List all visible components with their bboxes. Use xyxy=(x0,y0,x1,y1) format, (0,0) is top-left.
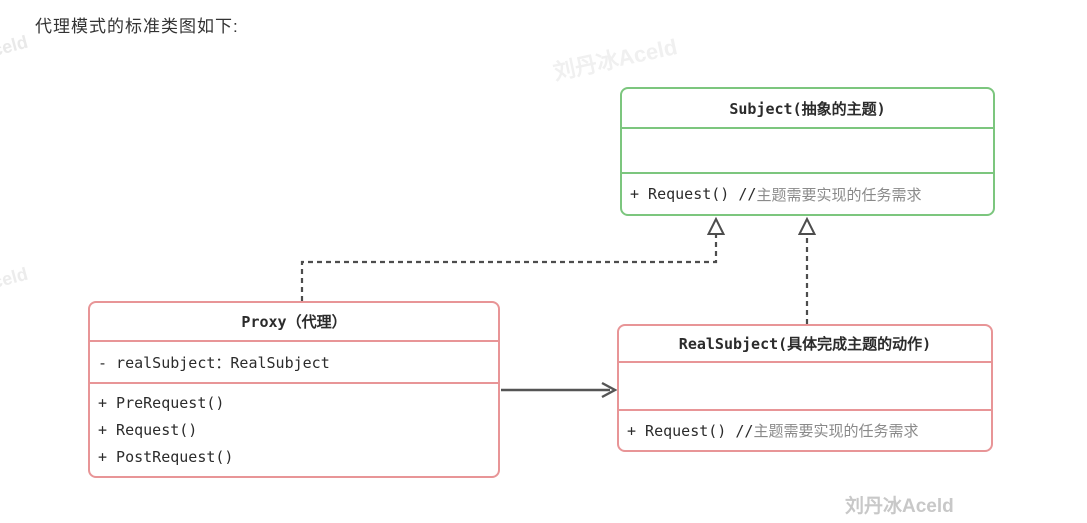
class-box-proxy: Proxy（代理） - realSubject：RealSubject + Pr… xyxy=(88,301,500,478)
proxy-method-row: + PreRequest() xyxy=(98,393,225,412)
class-name-realsubject: RealSubject(具体完成主题的动作) xyxy=(678,335,932,353)
proxy-to-subject-realization-arrowhead-icon xyxy=(706,216,726,235)
class-box-subject: Subject(抽象的主题) + Request() //主题需要实现的任务需求 xyxy=(620,87,995,216)
subject-attributes-section xyxy=(622,127,993,172)
realsubject-attributes-section xyxy=(619,361,991,409)
proxy-to-subject-dashed-line xyxy=(300,233,718,301)
watermark: 刘丹冰Aceld xyxy=(551,34,680,85)
subject-method-code: + Request() // xyxy=(630,185,757,203)
proxy-method-row: + PostRequest() xyxy=(98,447,234,466)
watermark-partial: celd xyxy=(0,31,30,61)
realsubject-method-comment: 主题需要实现的任务需求 xyxy=(753,422,919,440)
class-name-proxy: Proxy（代理） xyxy=(241,313,347,331)
realsubject-method-code: + Request() // xyxy=(627,421,754,440)
realsubject-to-subject-realization-arrowhead-icon xyxy=(797,216,817,235)
watermark-partial: celd xyxy=(0,263,30,293)
class-name-subject: Subject(抽象的主题) xyxy=(729,99,886,118)
proxy-attribute-row: - realSubject：RealSubject xyxy=(90,340,498,382)
subject-method-row: + Request() //主题需要实现的任务需求 xyxy=(622,172,993,214)
proxy-method-row: + Request() xyxy=(98,420,198,439)
watermark-signature: 刘丹冰Aceld xyxy=(845,496,954,517)
proxy-methods-section: + PreRequest() + Request() + PostRequest… xyxy=(90,382,498,476)
proxy-to-realsubject-arrowhead-icon xyxy=(601,381,618,399)
realsubject-method-row: + Request() //主题需要实现的任务需求 xyxy=(619,409,991,450)
subject-method-comment: 主题需要实现的任务需求 xyxy=(756,185,922,204)
page-title: 代理模式的标准类图如下: xyxy=(35,17,239,36)
class-box-realsubject: RealSubject(具体完成主题的动作) + Request() //主题需… xyxy=(617,324,993,452)
